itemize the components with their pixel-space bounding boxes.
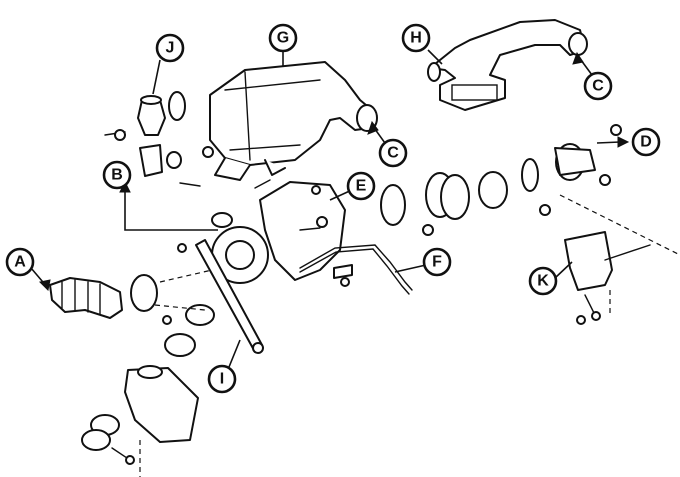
- callout-e: E: [346, 171, 376, 201]
- callout-c-right: C: [583, 71, 613, 101]
- part-lower-assembly: [81, 304, 215, 465]
- part-f-oil-line: [299, 244, 413, 295]
- callout-k: K: [528, 266, 558, 296]
- callout-f: F: [422, 247, 452, 277]
- part-e-turbo: [211, 179, 346, 284]
- part-i-rod: [195, 239, 264, 354]
- callout-g-label: G: [277, 30, 289, 47]
- callout-g: G: [268, 23, 298, 53]
- callout-c-right-label: C: [592, 78, 604, 95]
- callout-d: D: [631, 127, 661, 157]
- callout-h: H: [401, 23, 431, 53]
- callout-j: J: [155, 33, 185, 63]
- callout-e-label: E: [356, 178, 367, 195]
- part-intake-clamps: [380, 143, 596, 226]
- callout-b-label: B: [111, 167, 123, 184]
- part-k-bracket: [564, 231, 651, 325]
- callout-i-label: I: [220, 371, 224, 388]
- callout-d-label: D: [640, 134, 652, 151]
- callout-j-label: J: [166, 40, 175, 57]
- part-a-hose: [49, 274, 158, 319]
- callout-a: A: [5, 247, 35, 277]
- callout-c-left-label: C: [387, 145, 399, 162]
- callout-k-label: K: [537, 273, 549, 290]
- part-g-housing: [202, 61, 378, 181]
- callout-a-label: A: [14, 254, 26, 271]
- callout-f-label: F: [432, 254, 442, 271]
- callout-b: B: [102, 160, 132, 190]
- callout-h-label: H: [410, 30, 422, 47]
- part-h-pipe: [427, 19, 588, 111]
- alignment-lines: [139, 194, 680, 477]
- callout-i: I: [207, 364, 237, 394]
- callout-c-left: C: [378, 138, 408, 168]
- part-j-valve: [104, 91, 201, 187]
- fasteners: [114, 124, 622, 325]
